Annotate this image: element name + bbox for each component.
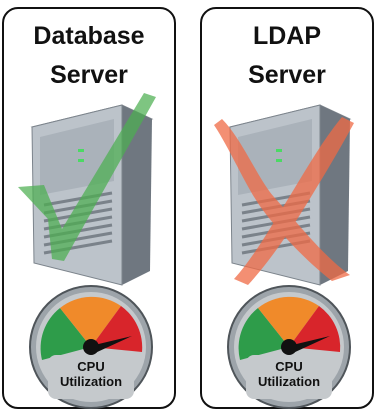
check-mark-icon: [18, 93, 156, 261]
ldap-server-panel: LDAP Server: [200, 7, 374, 409]
gauge-label-line2: Utilization: [60, 374, 122, 389]
gauge-label-line2: Utilization: [258, 374, 320, 389]
cpu-gauge-icon: [227, 285, 351, 409]
ldap-server-art: CPU Utilization: [214, 104, 354, 409]
gauge-label-line1: CPU: [275, 359, 302, 374]
panel-title-line1: LDAP: [252, 22, 322, 50]
gauge-label-line1: CPU: [77, 359, 104, 374]
database-server-art: CPU Utilization: [18, 93, 156, 409]
panel-title-line2: Server: [50, 61, 128, 89]
panel-title-line1: Database: [33, 22, 145, 50]
x-mark-icon: [214, 117, 354, 285]
panel-title-line2: Server: [248, 61, 326, 89]
cpu-gauge-icon: [29, 285, 153, 409]
database-server-panel: Database Server: [2, 7, 176, 409]
